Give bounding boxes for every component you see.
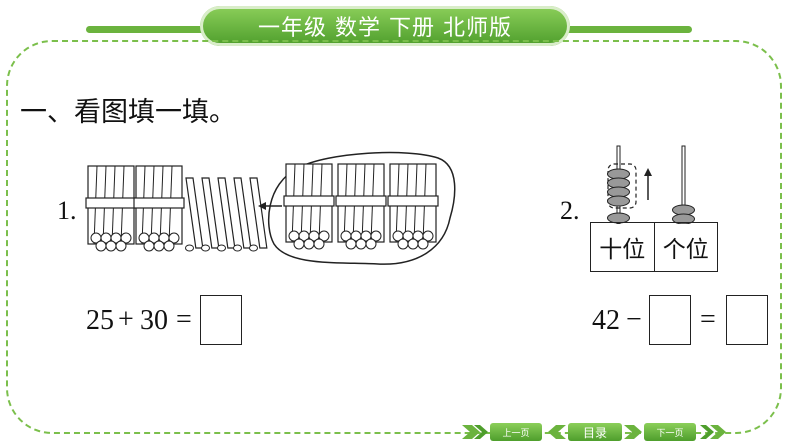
header-line-left [86,26,206,33]
nav-arrow-left-icon [548,425,566,439]
eq2-eq: = [700,304,716,335]
grouping-blob [267,151,456,265]
tens-bead-bottom [607,212,630,224]
content-frame [6,40,782,434]
abacus-illustration [607,145,695,224]
eq2-a: 42 [592,305,620,336]
nav-arrow-right-icon [624,425,642,439]
bundle-left-2 [133,165,185,252]
eq1-a: 25 [86,305,114,336]
eq1-b: 30 [140,305,168,336]
single-stick [216,177,236,252]
toc-button[interactable]: 目录 [568,423,622,441]
answer-box-3[interactable] [726,295,768,345]
arrow-left-icon [258,202,282,210]
eq2-op: − [626,304,642,335]
place-value-table: 十位 个位 [590,222,718,272]
nav-arrow-right-icon [700,425,726,439]
nav-arrow-left-icon [462,425,488,439]
section-title: 一、看图填一填。 [20,97,236,128]
ones-bead [672,213,695,224]
toc-label: 目录 [582,425,607,440]
tens-rod [607,145,637,224]
single-stick [232,177,252,252]
problem-2-label: 2. [560,196,580,225]
prev-page-button[interactable]: 上一页 [490,423,542,441]
arrow-up-icon [644,168,652,200]
eq1-eq: = [176,304,192,335]
bundle-left-1 [85,165,137,252]
problem-1-label: 1. [57,196,77,225]
sticks-illustration [85,151,456,265]
bundle-right-2 [335,163,387,250]
next-page-button[interactable]: 下一页 [644,423,696,441]
single-stick [200,177,220,252]
header-title: 一年级 数学 下册 北师版 [258,16,512,41]
answer-box-1[interactable] [200,295,242,345]
bundle-right-3 [387,163,439,250]
eq1-op: + [118,304,134,335]
header-line-right [566,26,692,33]
answer-box-2[interactable] [649,295,691,345]
tens-bead [607,195,630,207]
tens-label: 十位 [591,223,655,271]
bundle-right-1 [283,163,335,250]
ones-label: 个位 [662,237,709,263]
single-stick [184,177,204,252]
header-banner: 一年级 数学 下册 北师版 [200,6,570,46]
single-stick [248,177,268,252]
ones-rod [672,145,695,224]
